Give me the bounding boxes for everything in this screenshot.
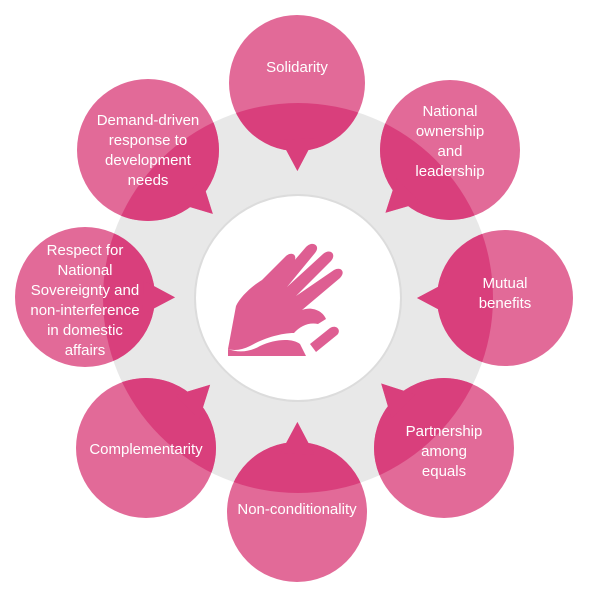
bubble-pointer [280, 422, 315, 455]
bubble-non-conditionality [227, 422, 367, 493]
bubble-pointer [280, 138, 315, 171]
bubble-pointer [178, 179, 213, 214]
principle-label-non-conditionality: Non-conditionality [237, 501, 357, 518]
bubble-pointer [381, 383, 416, 419]
bubble-mutual-benefits [417, 230, 493, 366]
bubble-respect-sovereignty [103, 227, 175, 367]
bubble-circle [229, 103, 365, 151]
principle-label-solidarity: Solidarity [266, 59, 328, 76]
hand-icon [228, 243, 343, 356]
bubble-pointer [142, 280, 175, 315]
bubble-circle [103, 227, 155, 367]
principle-label-complementarity: Complementarity [89, 441, 203, 458]
bubble-pointer [385, 178, 421, 213]
bubble-solidarity [229, 103, 365, 171]
bubble-circle [437, 230, 493, 366]
bubble-circle [227, 442, 367, 493]
bubble-pointer [175, 384, 211, 420]
bubble-pointer [417, 281, 449, 315]
